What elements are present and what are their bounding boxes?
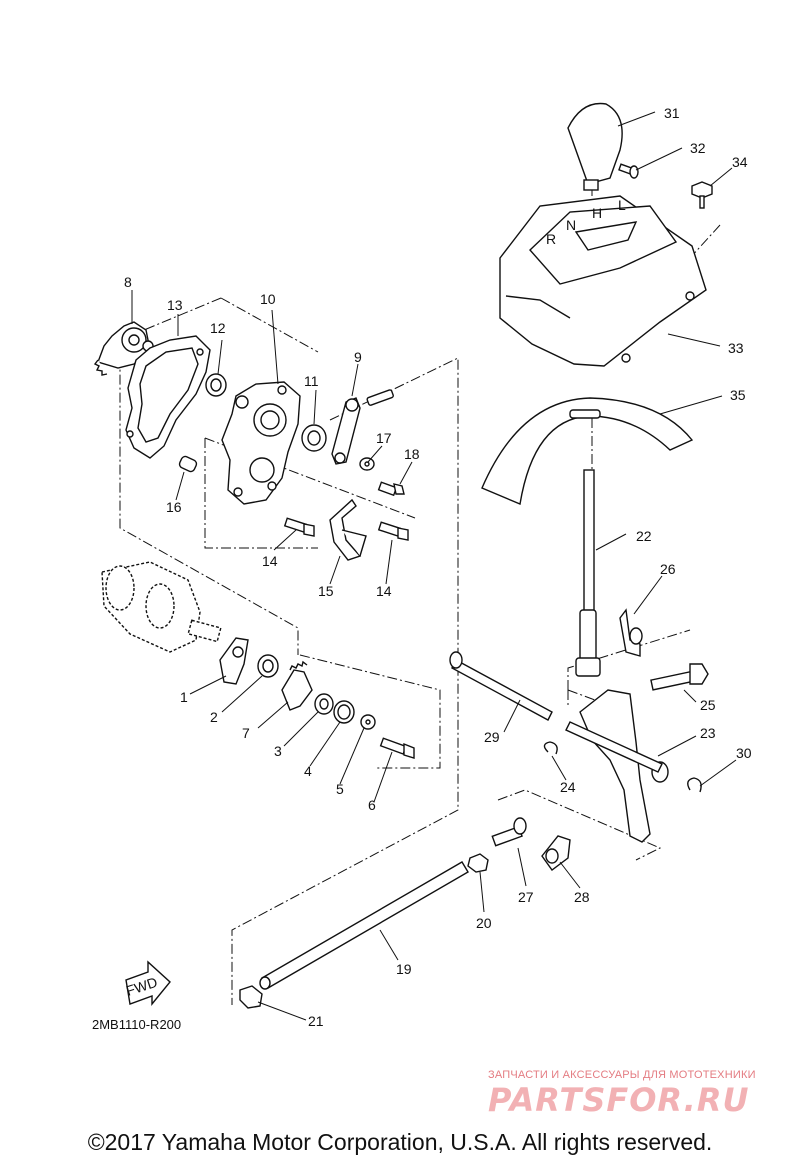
shift-drum [101,561,222,653]
callout-label: 7 [242,725,250,741]
callout-label: 14 [262,553,278,569]
clip-part-30 [687,777,702,793]
nut-part-20 [467,853,489,873]
callout-label: 9 [354,349,362,365]
rod-part-19 [259,861,469,990]
joint-part-28 [541,835,571,871]
knob-part-31 [567,102,623,191]
shift-lever-part-9 [331,389,394,465]
callout-label: 14 [376,583,392,599]
callout-label: 4 [304,763,312,779]
bolt-part-25 [650,663,709,691]
shift-arm-part-8 [93,321,154,376]
callout-label: 35 [730,387,746,403]
shift-gate-part-33: R N H L [499,195,707,367]
callout-label: 6 [368,797,376,813]
callout-label: 2 [210,709,218,725]
callout-label: 31 [664,105,680,121]
callout-label: 27 [518,889,534,905]
callout-label: 28 [574,889,590,905]
bolt-part-6 [379,737,415,759]
callout-label: 1 [180,689,188,705]
screw-part-34 [691,181,713,209]
dowel-part-12 [205,373,227,397]
bracket-part-15 [329,498,367,561]
boot-part-35 [481,397,694,505]
watermark-tagline: ЗАПЧАСТИ И АКСЕССУАРЫ ДЛЯ МОТОТЕХНИКИ [488,1069,756,1081]
copyright-notice: ©2017 Yamaha Motor Corporation, U.S.A. A… [87,1129,713,1155]
callout-label: 21 [308,1013,324,1029]
gear-part-7 [281,660,313,711]
spring-part-26 [619,608,643,657]
joint-part-27 [491,817,527,847]
gate-letter-h: H [592,205,602,221]
callout-label: 20 [476,915,492,931]
screw-part-32 [618,163,639,179]
callout-label: 18 [404,446,420,462]
gate-letter-l: L [618,197,626,213]
shaft-main [565,721,663,773]
diagram-code: 2MB1110-R200 [92,1017,182,1032]
callout-label: 8 [124,274,132,290]
callout-label: 26 [660,561,676,577]
callout-label: 22 [636,528,652,544]
washer-part-17 [359,457,375,471]
shaft-part-29 [449,651,553,721]
callout-label: 15 [318,583,334,599]
callout-label: 29 [484,729,500,745]
segment-part-1 [219,637,249,685]
callout-label: 11 [304,373,319,389]
bolt-part-14a [283,517,315,537]
callout-label: 33 [728,340,744,356]
washer-part-3 [314,693,334,715]
gasket-part-13 [125,335,211,459]
gate-letter-r: R [546,231,556,247]
dowel-part-16 [178,455,198,473]
callout-label: 32 [690,140,706,156]
gate-letter-n: N [566,217,576,233]
callout-label: 25 [700,697,716,713]
callout-label: 10 [260,291,276,307]
callout-label: 16 [166,499,182,515]
bolt-part-18 [377,481,405,497]
callout-label: 3 [274,743,282,759]
callout-label: 5 [336,781,344,797]
callout-label: 19 [396,961,412,977]
washer-part-5 [360,714,376,730]
callout-label: 23 [700,725,716,741]
clip-part-24 [543,741,558,755]
cover-assembly-part-10 [221,381,301,505]
callout-label: 12 [210,320,226,336]
shift-rod-part-22 [575,469,601,677]
callout-label: 24 [560,779,576,795]
collar-part-2 [257,654,279,678]
bolt-part-14b [377,521,409,541]
callout-label: 17 [376,430,392,446]
leader-lines [131,111,737,1021]
fwd-arrow-icon: FWD [124,960,171,1006]
watermark-logo: PARTSFOR.RU [488,1081,750,1119]
callout-label: 13 [167,297,183,313]
spring-part-4 [333,700,355,724]
callout-label: 30 [736,745,752,761]
oil-seal-part-11 [301,424,327,452]
callout-labels: 1 2 3 4 5 6 7 8 9 10 11 12 13 14 14 15 1… [124,105,752,1029]
callout-label: 34 [732,154,748,170]
nut-part-21 [239,985,263,1009]
